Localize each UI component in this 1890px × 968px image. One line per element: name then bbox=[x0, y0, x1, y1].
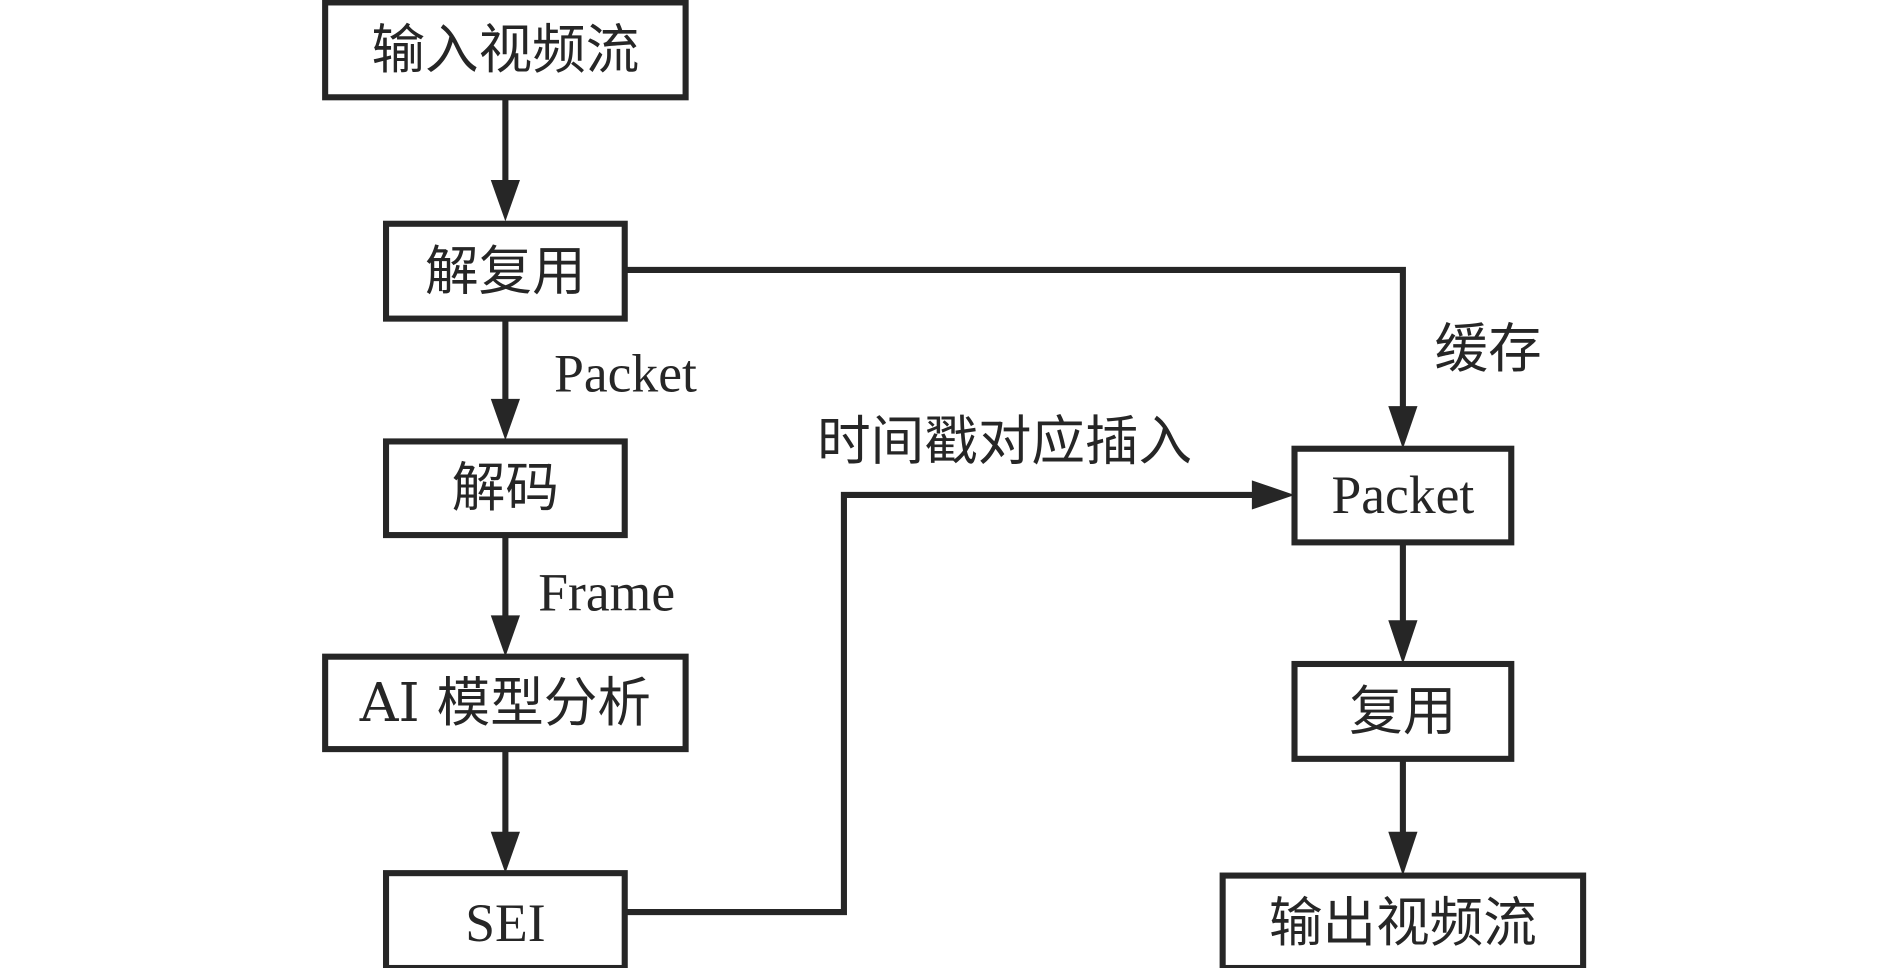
node-input-stream: 输入视频流 bbox=[322, 0, 689, 101]
node-packet: Packet bbox=[1291, 445, 1515, 546]
arrowhead-output bbox=[1388, 831, 1418, 876]
node-sei: SEI bbox=[382, 870, 628, 968]
connectors bbox=[490, 97, 1418, 916]
edge-label-frame: Frame bbox=[538, 563, 675, 623]
edge-label-timestamp-insert: 时间戳对应插入 bbox=[817, 410, 1192, 473]
node-mux: 复用 bbox=[1291, 660, 1515, 762]
arrowhead-packet-left bbox=[1251, 480, 1295, 510]
edge-demux-to-packet bbox=[625, 266, 1406, 409]
node-label: 解复用 bbox=[425, 239, 586, 302]
node-ai-analysis: AI 模型分析 bbox=[322, 653, 689, 753]
node-demux: 解复用 bbox=[382, 220, 628, 322]
arrowhead-sei bbox=[490, 831, 520, 874]
arrowhead-mux bbox=[1388, 620, 1418, 664]
node-decode: 解码 bbox=[382, 438, 628, 539]
node-label: 复用 bbox=[1349, 680, 1456, 743]
node-label: 解码 bbox=[452, 456, 559, 519]
node-output-stream: 输出视频流 bbox=[1219, 872, 1587, 968]
node-label: Packet bbox=[1331, 465, 1474, 525]
arrowhead-ai bbox=[490, 615, 520, 657]
node-label: AI 模型分析 bbox=[359, 671, 651, 734]
node-label: 输入视频流 bbox=[371, 18, 639, 81]
arrowhead-packet-top bbox=[1388, 406, 1418, 449]
node-label: 输出视频流 bbox=[1269, 891, 1537, 954]
edge-sei-to-packet bbox=[625, 491, 1255, 916]
arrowhead-demux bbox=[490, 179, 520, 222]
edge-label-packet: Packet bbox=[554, 344, 697, 404]
edge-label-cache: 缓存 bbox=[1435, 317, 1542, 380]
node-label: SEI bbox=[465, 893, 545, 953]
arrowhead-decode bbox=[490, 398, 520, 441]
